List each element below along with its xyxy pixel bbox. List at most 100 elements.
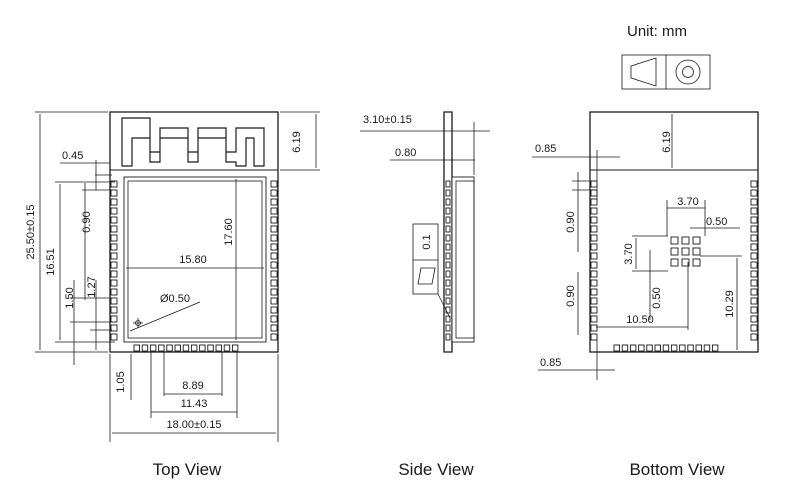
dim-side-thickness: 3.10±0.15	[363, 114, 412, 126]
bottom-right-pad	[750, 234, 758, 242]
side-pin	[445, 216, 451, 224]
top-bottom-pin	[182, 344, 190, 352]
top-bottom-pin	[149, 344, 157, 352]
bottom-edge-pad	[629, 344, 637, 352]
dim-bottom-pad-pitch-top: 0.90	[565, 211, 577, 232]
side-pin	[445, 270, 451, 278]
top-right-pin	[270, 279, 278, 287]
ground-pad	[670, 236, 679, 245]
bottom-edge-pad	[670, 344, 678, 352]
side-pins	[445, 180, 451, 341]
top-right-pin	[270, 333, 278, 341]
top-right-pin	[270, 243, 278, 251]
bottom-left-pad	[590, 189, 598, 197]
bottom-left-pad	[590, 315, 598, 323]
side-pin	[445, 198, 451, 206]
bottom-module-outline	[589, 111, 759, 353]
unit-label: Unit: mm	[627, 23, 687, 40]
dim-bottom-span-1: 8.89	[182, 380, 203, 392]
dim-bottom-pad-pitch-lower: 0.90	[565, 285, 577, 306]
bottom-left-pad	[590, 216, 598, 224]
bottom-left-pad	[590, 324, 598, 332]
ground-pad	[681, 258, 690, 267]
side-view: 3.10±0.15 0.80 0.1	[360, 111, 490, 353]
dim-gnd-span-width: 3.70	[677, 196, 698, 208]
bottom-left-pad	[590, 243, 598, 251]
ground-pad	[681, 236, 690, 245]
bottom-right-pad	[750, 297, 758, 305]
side-pin	[445, 324, 451, 332]
top-right-pin	[270, 207, 278, 215]
top-bottom-pin	[207, 344, 214, 352]
top-left-pin	[110, 261, 118, 269]
dim-bottom-span-2: 11.43	[181, 398, 208, 410]
side-pin	[445, 333, 451, 341]
top-right-pin	[270, 216, 278, 224]
top-bottom-pin	[223, 344, 231, 352]
ground-pad	[670, 247, 679, 256]
top-left-pin	[110, 279, 118, 287]
top-right-pin	[270, 261, 278, 269]
bottom-left-pads	[590, 180, 598, 341]
side-pin	[445, 207, 451, 215]
ground-pad	[692, 258, 701, 267]
bottom-right-pad	[750, 225, 758, 233]
top-right-pin	[270, 270, 278, 278]
side-shield	[451, 176, 475, 343]
bottom-left-pad	[590, 297, 598, 305]
dim-overall-width: 18.00±0.15	[167, 419, 222, 431]
side-pin	[445, 261, 451, 269]
bottom-edge-pad	[687, 344, 694, 352]
dim-pin-width: 1.50	[64, 287, 76, 308]
top-right-pin	[270, 288, 278, 296]
bottom-left-pad	[590, 198, 598, 206]
top-right-pin	[270, 324, 278, 332]
bottom-right-pad	[750, 243, 758, 251]
top-left-pin	[110, 270, 118, 278]
bottom-right-pad	[750, 198, 758, 206]
top-view-caption: Top View	[153, 460, 222, 479]
projection-symbol-icon	[621, 54, 711, 90]
bottom-right-pad	[750, 252, 758, 260]
top-right-pin	[270, 189, 278, 197]
dim-pin-span-height: 16.51	[45, 248, 57, 276]
top-left-pin	[110, 243, 118, 251]
top-left-pin	[110, 189, 118, 197]
bottom-right-pad	[750, 216, 758, 224]
top-bottom-pin	[215, 344, 222, 352]
bottom-view: 6.19 0.85 0.90 3.70 0.50 3.70 0.90 0.50	[532, 111, 759, 380]
top-right-pin	[270, 315, 278, 323]
side-view-caption: Side View	[398, 460, 474, 479]
side-pin	[445, 225, 451, 233]
top-right-pin	[270, 198, 278, 206]
top-right-pin	[270, 252, 278, 260]
side-pin	[445, 243, 451, 251]
bottom-left-pad	[590, 234, 598, 242]
top-view: 25.50±0.15 16.51 0.45 0.90 1.50 1.27 6.1…	[25, 111, 320, 442]
bottom-edge-pad	[662, 344, 670, 352]
top-bottom-pin	[190, 344, 198, 352]
dim-side-pcb-thickness: 0.80	[395, 147, 416, 159]
top-right-pin	[270, 234, 278, 242]
top-left-pin	[110, 207, 118, 215]
dim-bottom-edge-offset-bottom: 0.85	[540, 357, 561, 369]
flatness-icon	[417, 267, 436, 285]
top-bottom-pin	[199, 344, 206, 352]
side-pin	[445, 180, 451, 188]
top-bottom-pin	[133, 344, 140, 352]
side-pin	[445, 252, 451, 260]
top-left-pin	[110, 198, 118, 206]
bottom-right-pads	[750, 180, 758, 341]
top-antenna-trace	[121, 117, 265, 167]
bottom-right-pad	[750, 207, 758, 215]
dim-gnd-span-height: 3.70	[623, 243, 635, 264]
bottom-right-pad	[750, 288, 758, 296]
top-left-pins	[110, 180, 118, 341]
bottom-right-pad	[750, 279, 758, 287]
bottom-right-pad	[750, 180, 758, 188]
top-right-pin	[270, 180, 278, 188]
top-left-pin	[110, 297, 118, 305]
top-bottom-pin	[166, 344, 173, 352]
side-pin	[445, 234, 451, 242]
dim-shield-height: 17.60	[223, 218, 235, 246]
